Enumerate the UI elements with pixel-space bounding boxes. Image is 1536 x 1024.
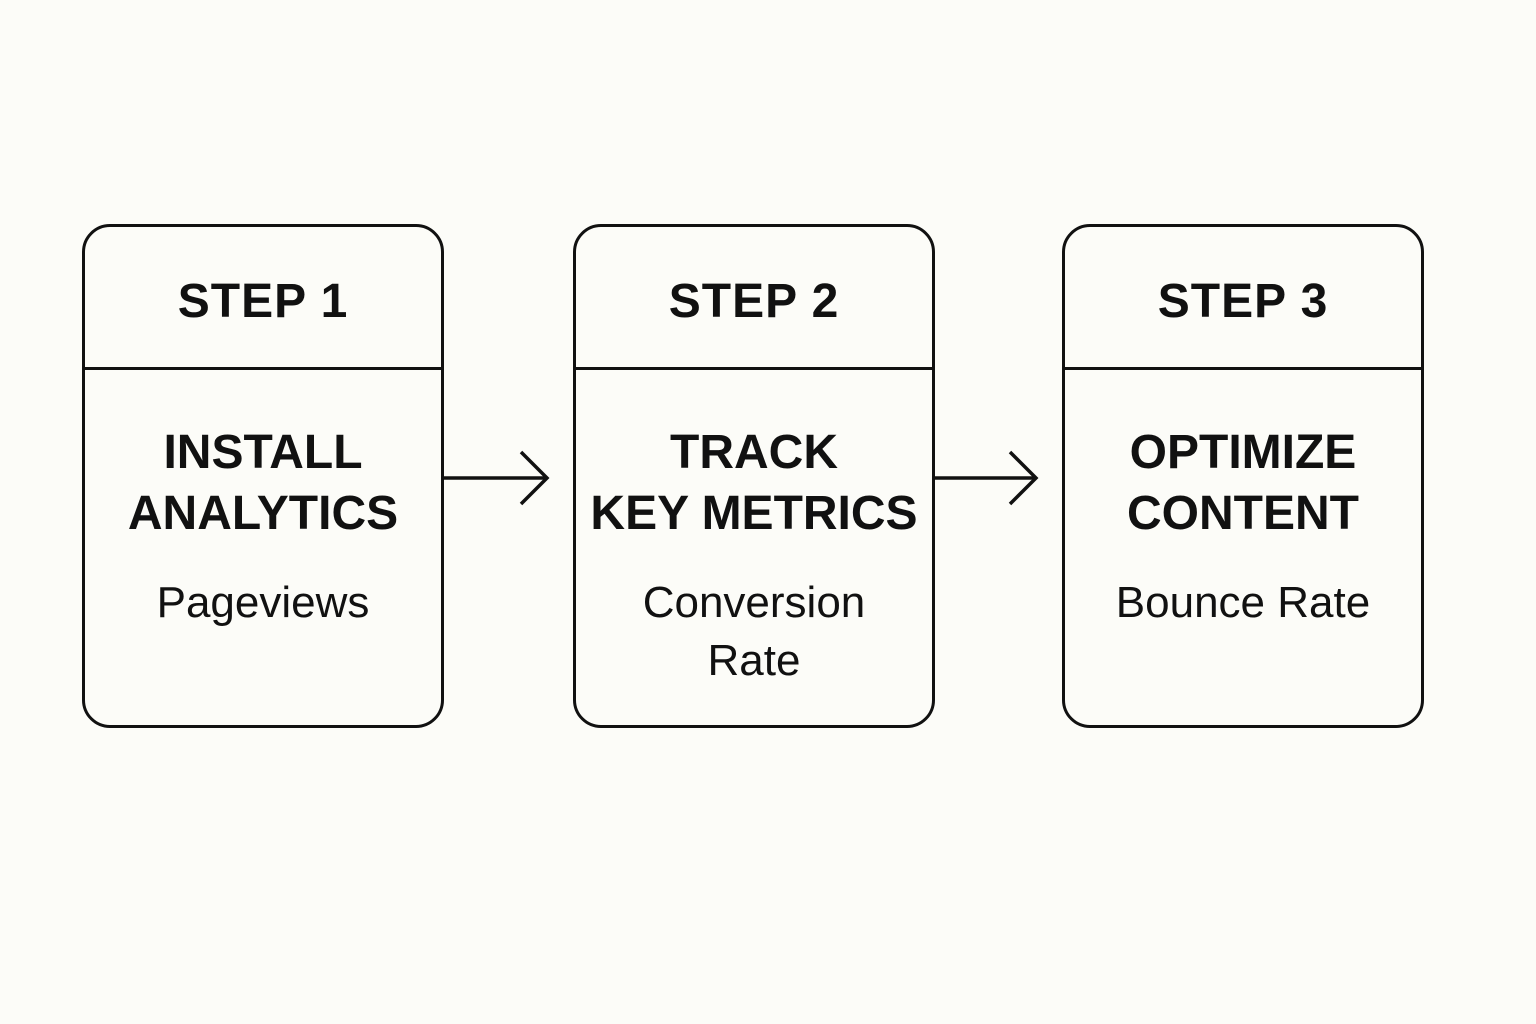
arrow-right-icon	[443, 450, 550, 506]
step-card-2: STEP 2 TRACK KEY METRICS Conversion Rate	[573, 224, 935, 728]
step-metric: Conversion Rate	[642, 578, 866, 685]
arrow-right-icon	[934, 450, 1039, 506]
step-label: STEP 3	[1065, 227, 1421, 370]
step-body: OPTIMIZE CONTENT Bounce Rate	[1065, 370, 1421, 632]
step-card-1: STEP 1 INSTALL ANALYTICS Pageviews	[82, 224, 444, 728]
step-metric: Bounce Rate	[1115, 578, 1371, 627]
step-label: STEP 1	[85, 227, 441, 370]
step-body: INSTALL ANALYTICS Pageviews	[85, 370, 441, 632]
step-metric: Pageviews	[156, 578, 370, 627]
step-label: STEP 2	[576, 227, 932, 370]
step-title: INSTALL ANALYTICS	[127, 426, 399, 540]
step-title: TRACK KEY METRICS	[590, 426, 918, 540]
step-title: OPTIMIZE CONTENT	[1127, 426, 1359, 540]
step-card-3: STEP 3 OPTIMIZE CONTENT Bounce Rate	[1062, 224, 1424, 728]
step-body: TRACK KEY METRICS Conversion Rate	[576, 370, 932, 690]
